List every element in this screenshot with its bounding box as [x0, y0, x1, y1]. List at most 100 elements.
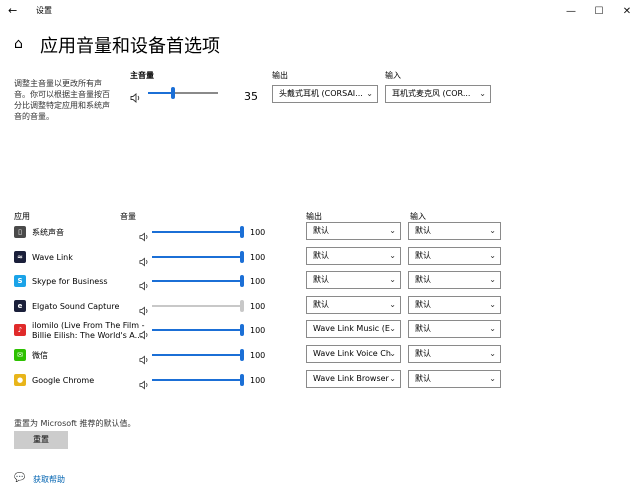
app-output-dropdown[interactable]: 默认 ⌄: [306, 295, 401, 314]
app-volume-track: [152, 255, 240, 258]
reset-button[interactable]: 重置: [14, 431, 68, 449]
app-row: ● Google Chrome 100 Wave Link Browser ⌄ …: [0, 369, 640, 394]
get-help-link[interactable]: 获取帮助: [33, 475, 65, 484]
app-output-dropdown[interactable]: Wave Link Music (E ⌄: [306, 320, 401, 339]
app-speaker-icon[interactable]: [139, 325, 150, 344]
app-input-dropdown[interactable]: 默认 ⌄: [408, 246, 501, 265]
back-arrow-icon[interactable]: ←: [8, 4, 18, 17]
app-volume-slider[interactable]: [152, 225, 244, 239]
app-volume-slider[interactable]: [152, 323, 244, 337]
app-speaker-icon[interactable]: [139, 252, 150, 271]
app-speaker-icon[interactable]: [139, 276, 150, 295]
app-name: Google Chrome: [32, 375, 95, 385]
chevron-down-icon: ⌄: [479, 89, 486, 98]
app-volume-value: 100: [250, 228, 266, 237]
app-volume-slider[interactable]: [152, 299, 244, 313]
chevron-down-icon: ⌄: [389, 349, 396, 358]
app-volume-thumb[interactable]: [240, 226, 244, 238]
app-volume-value: 100: [250, 351, 266, 360]
app-volume-track: [152, 354, 240, 356]
app-volume-thumb[interactable]: [240, 250, 244, 263]
app-volume-value: 100: [250, 252, 266, 262]
app-speaker-icon[interactable]: [139, 375, 150, 394]
app-volume-thumb[interactable]: [240, 299, 244, 312]
app-output-dropdown[interactable]: Wave Link Voice Ch ⌄: [306, 345, 401, 363]
app-input-dropdown[interactable]: 默认 ⌄: [408, 320, 501, 339]
app-row: ▯ 系统声音 100 默认 ⌄ 默认 ⌄: [0, 222, 640, 244]
app-name: Skype for Business: [32, 277, 108, 287]
app-row: ✉ 微信 100 Wave Link Voice Ch ⌄ 默认 ⌄: [0, 345, 640, 367]
app-input-dropdown[interactable]: 默认 ⌄: [408, 295, 501, 314]
app-volume-track: [152, 378, 240, 381]
chevron-down-icon: ⌄: [489, 226, 496, 235]
skype-icon: S: [14, 275, 26, 288]
app-volume-thumb[interactable]: [240, 373, 244, 386]
wave-link-icon: ≈: [14, 250, 26, 263]
window-title: 设置: [36, 6, 52, 15]
app-volume-track: [152, 280, 240, 283]
app-volume-thumb[interactable]: [240, 324, 244, 337]
intro-text: 调整主音量以更改所有声 音。你可以根据主音量按百 分比调整特定应用和系统声 音的…: [14, 79, 110, 121]
master-input-label: 输入: [385, 71, 401, 80]
app-output-dropdown[interactable]: 默认 ⌄: [306, 246, 401, 265]
app-input-dropdown[interactable]: 默认 ⌄: [408, 271, 501, 290]
column-header-output: 输出: [306, 212, 322, 221]
app-speaker-icon[interactable]: [139, 350, 150, 369]
chevron-down-icon: ⌄: [489, 324, 496, 334]
app-volume-value: 100: [250, 375, 266, 385]
title-bar: ← 设置 — ☐ ✕: [0, 0, 640, 22]
app-volume-track: [152, 231, 240, 233]
system-sounds-icon: ▯: [14, 226, 26, 238]
app-input-dropdown[interactable]: 默认 ⌄: [408, 345, 501, 363]
app-name: 系统声音: [32, 228, 64, 237]
netease-music-icon: ♪: [14, 324, 26, 337]
app-row: ≈ Wave Link 100 默认 ⌄ 默认 ⌄: [0, 246, 640, 271]
app-volume-thumb[interactable]: [240, 349, 244, 361]
app-input-dropdown[interactable]: 默认 ⌄: [408, 369, 501, 388]
app-volume-slider[interactable]: [152, 274, 244, 288]
chevron-down-icon: ⌄: [389, 275, 396, 285]
chevron-down-icon: ⌄: [489, 250, 496, 260]
master-input-dropdown[interactable]: 耳机式麦克风 (COR... ⌄: [385, 85, 491, 103]
master-output-label: 输出: [272, 71, 288, 80]
app-volume-value: 100: [250, 301, 266, 311]
master-slider-thumb[interactable]: [170, 87, 175, 99]
maximize-icon[interactable]: ☐: [594, 5, 604, 17]
app-volume-slider[interactable]: [152, 348, 244, 362]
app-output-dropdown[interactable]: Wave Link Browser ⌄: [306, 369, 401, 388]
app-row: S Skype for Business 100 默认 ⌄ 默认 ⌄: [0, 271, 640, 293]
app-row: e Elgato Sound Capture 100 默认 ⌄ 默认 ⌄: [0, 295, 640, 320]
column-header-volume: 音量: [120, 212, 136, 221]
app-volume-slider[interactable]: [152, 373, 244, 387]
chevron-down-icon: ⌄: [489, 349, 496, 358]
chevron-down-icon: ⌄: [389, 324, 396, 334]
master-output-dropdown[interactable]: 头戴式耳机 (CORSAI... ⌄: [272, 85, 378, 103]
master-volume-slider[interactable]: [148, 86, 218, 100]
app-output-dropdown[interactable]: 默认 ⌄: [306, 271, 401, 290]
app-volume-value: 100: [250, 277, 266, 287]
home-icon[interactable]: ⌂: [14, 36, 23, 52]
app-output-dropdown[interactable]: 默认 ⌄: [306, 222, 401, 240]
app-name: Elgato Sound Capture: [32, 301, 120, 311]
app-volume-thumb[interactable]: [240, 275, 244, 288]
master-volume-value: 35: [244, 90, 258, 103]
chevron-down-icon: ⌄: [389, 226, 396, 235]
app-volume-track: [152, 304, 240, 307]
app-name: ilomilo (Live From The Film - Billie Eil…: [32, 321, 145, 341]
chevron-down-icon: ⌄: [389, 250, 396, 260]
app-row: ♪ ilomilo (Live From The Film - Billie E…: [0, 320, 640, 342]
app-speaker-icon[interactable]: [139, 301, 150, 320]
minimize-icon[interactable]: —: [566, 5, 576, 17]
chevron-down-icon: ⌄: [366, 89, 373, 98]
app-speaker-icon[interactable]: [139, 227, 150, 246]
close-icon[interactable]: ✕: [622, 5, 632, 17]
elgato-icon: e: [14, 299, 26, 312]
chevron-down-icon: ⌄: [489, 299, 496, 309]
app-volume-slider[interactable]: [152, 250, 244, 264]
chevron-down-icon: ⌄: [489, 373, 496, 383]
speaker-icon[interactable]: [130, 88, 142, 107]
column-header-app: 应用: [14, 212, 30, 221]
chrome-icon: ●: [14, 373, 26, 386]
master-track-rail: [148, 92, 218, 94]
app-input-dropdown[interactable]: 默认 ⌄: [408, 222, 501, 240]
